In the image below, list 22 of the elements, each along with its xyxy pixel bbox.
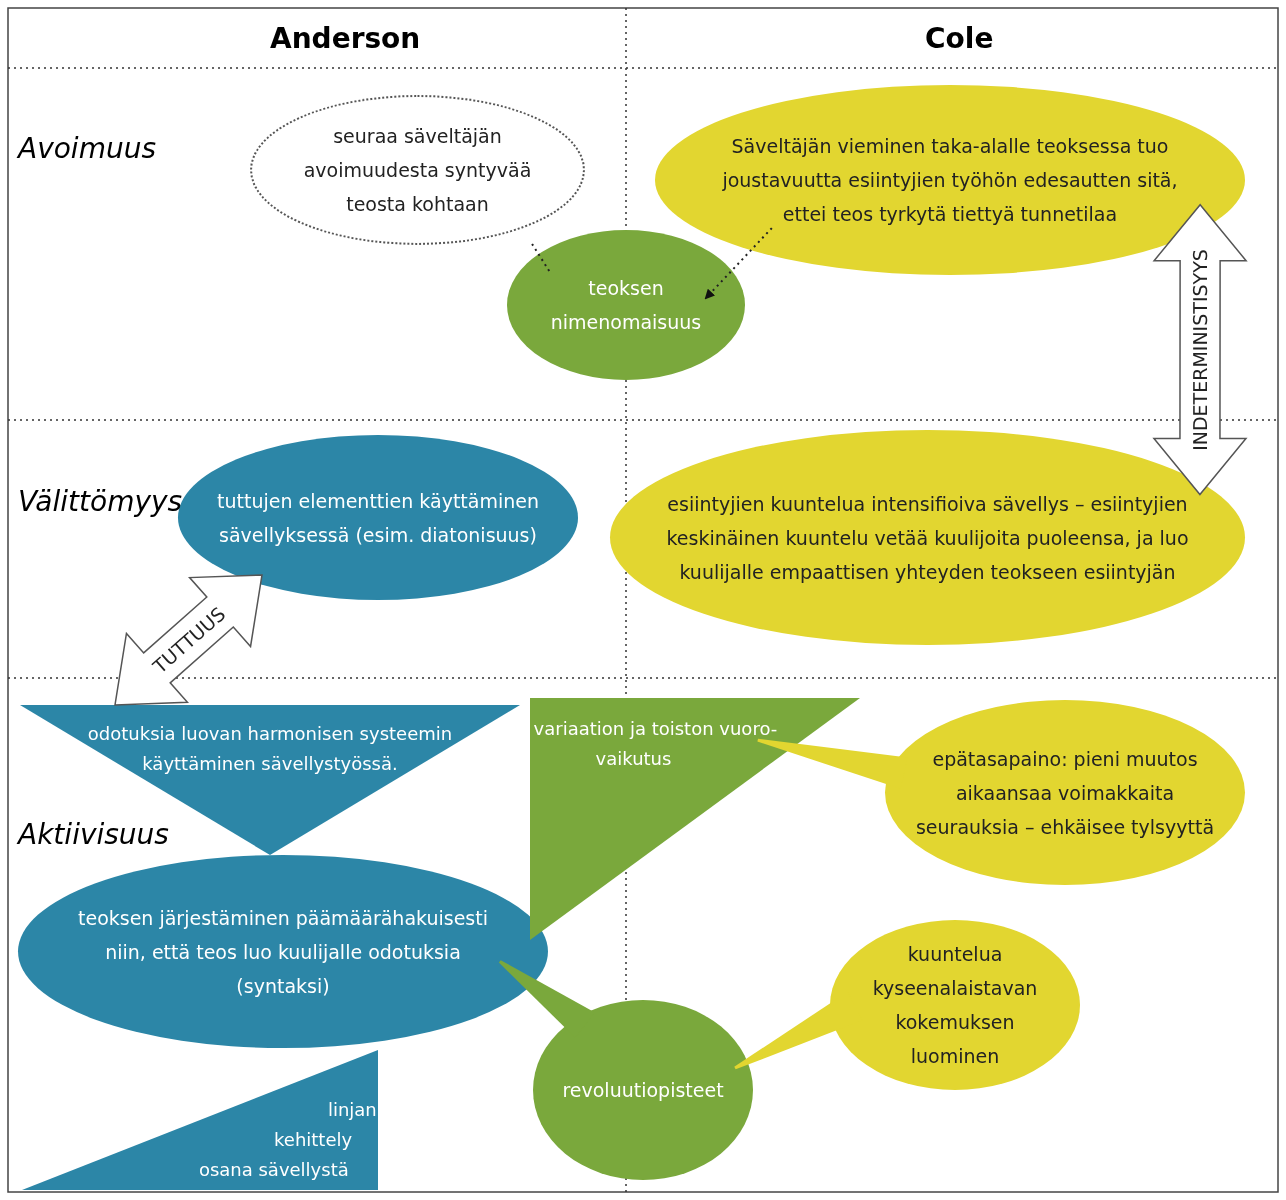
row-label: Välittömyys <box>18 485 183 518</box>
node-text: tuttujen elementtien käyttäminen sävellyksessä (esim. diatonisuus) <box>216 488 540 548</box>
edge-label: INDETERMINISTISYYS <box>1188 248 1212 451</box>
row-label: Avoimuus <box>18 132 156 165</box>
column-header: Anderson <box>270 22 421 55</box>
arrow <box>704 227 773 300</box>
node-text: epätasapaino: pieni muutos aikaansaa voimakkaita seurauksia – ehkäisee tylsyyttä <box>915 746 1215 840</box>
node-text: revoluutiopisteet <box>561 1078 725 1103</box>
block-arrow <box>114 574 263 706</box>
row-label: Aktiivisuus <box>18 818 169 851</box>
node-text: teoksen järjestäminen päämäärähakuisesti niin, että teos luo kuulijalle odotuksia (syntaksi) <box>77 905 489 999</box>
node-text: variaation ja toiston vuoro- vaikutus <box>532 717 779 771</box>
node-text: Säveltäjän vieminen taka-alalle teoksessa tuo joustavuutta esiintyjien työhön edesautten sitä, ettei teos tyrkytä tiettyä tunnetilaa <box>721 134 1179 227</box>
node-text: kuuntelua kyseenalaistavan kokemuksen luominen <box>871 942 1039 1069</box>
node-text: linjan kehittely osana sävellystä <box>197 1098 378 1182</box>
column-header: Cole <box>925 22 994 55</box>
connector-line <box>531 242 551 273</box>
node-text: esiintyjien kuuntelua intensifioiva sävellys – esiintyjien keskinäinen kuuntelu vetää kuulijoita puoleensa, ja luo kuulijalle empaattisen yhteyden teokseen esiintyjän <box>665 491 1190 585</box>
node-text: teoksen nimenomaisuus <box>549 276 703 335</box>
block-arrow <box>1152 203 1248 496</box>
node-text: odotuksia luovan harmonisen systeemin käyttäminen sävellystyössä. <box>86 722 454 776</box>
node-text: seuraa säveltäjän avoimuudesta syntyvää teosta kohtaan <box>302 124 533 217</box>
